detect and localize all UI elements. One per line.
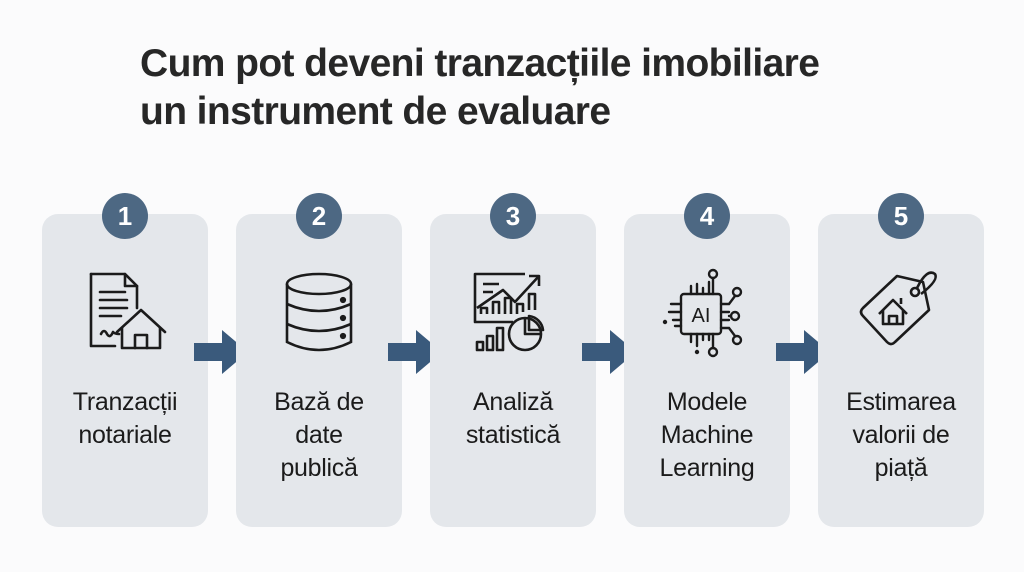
- title-line-2: un instrument de evaluare: [140, 90, 611, 133]
- step-card-1: [42, 214, 208, 527]
- database-icon: [269, 262, 369, 362]
- step-badge-2: 2: [296, 193, 342, 239]
- arrow-right-icon: [582, 330, 638, 374]
- statistics-chart-icon: [463, 262, 563, 362]
- step-badge-5: 5: [878, 193, 924, 239]
- page-title: Cum pot deveni tranzacțiile imobiliare u…: [140, 40, 820, 136]
- step-card-3: [430, 214, 596, 527]
- step-card-2: [236, 214, 402, 527]
- arrow-right-icon: [776, 330, 832, 374]
- house-price-tag-icon: [851, 262, 951, 362]
- document-house-icon: [75, 262, 175, 362]
- step-card-4: [624, 214, 790, 527]
- step-card-5: [818, 214, 984, 527]
- arrow-right-icon: [194, 330, 250, 374]
- step-badge-3: 3: [490, 193, 536, 239]
- step-badge-1: 1: [102, 193, 148, 239]
- ai-chip-icon: AI: [657, 262, 757, 362]
- svg-text:AI: AI: [692, 305, 711, 327]
- step-badge-4: 4: [684, 193, 730, 239]
- title-line-1: Cum pot deveni tranzacțiile imobiliare: [140, 42, 820, 85]
- arrow-right-icon: [388, 330, 444, 374]
